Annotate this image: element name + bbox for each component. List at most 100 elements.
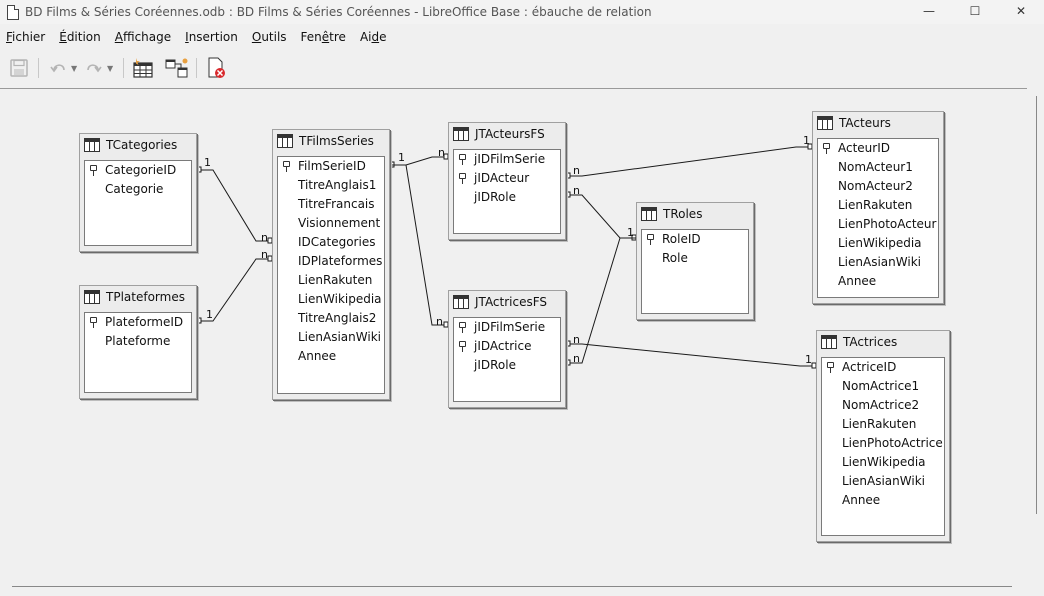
menu-outils[interactable]: Outils: [251, 30, 287, 44]
primary-key-icon: [90, 165, 97, 176]
field-item[interactable]: CategorieID: [85, 161, 191, 180]
field-item[interactable]: Annee: [278, 347, 384, 366]
menu-affichage[interactable]: Affichage: [114, 30, 172, 44]
field-item[interactable]: LienRakuten: [818, 196, 938, 215]
field-item[interactable]: NomActeur2: [818, 177, 938, 196]
save-button[interactable]: [6, 55, 32, 81]
field-item[interactable]: ActriceID: [822, 358, 944, 377]
cardinality-label: 1: [204, 156, 211, 169]
vertical-scrollbar-track[interactable]: [1036, 96, 1037, 514]
table-window-troles[interactable]: TRoles RoleID Role: [636, 202, 754, 320]
menu-fenetre[interactable]: Fenêtre: [300, 30, 346, 44]
field-name: LienRakuten: [842, 417, 917, 431]
field-item[interactable]: TitreAnglais1: [278, 176, 384, 195]
field-item[interactable]: IDPlateformes: [278, 252, 384, 271]
table-icon: [453, 127, 469, 141]
field-item[interactable]: jIDFilmSerie: [454, 318, 560, 337]
title-bar: BD Films & Séries Coréennes.odb : BD Fil…: [0, 0, 1044, 24]
field-name: TitreFrancais: [298, 197, 375, 211]
primary-key-icon: [459, 173, 466, 184]
field-name: TitreAnglais1: [298, 178, 377, 192]
close-design-icon: [208, 57, 225, 78]
new-relation-button[interactable]: [164, 55, 190, 81]
field-item[interactable]: Annee: [818, 272, 938, 291]
table-window-jtactricesfs[interactable]: JTActricesFS jIDFilmSerie jIDActrice jID…: [448, 290, 566, 408]
field-item[interactable]: IDCategories: [278, 233, 384, 252]
field-item[interactable]: LienWikipedia: [278, 290, 384, 309]
field-item[interactable]: LienPhotoActrice: [822, 434, 944, 453]
field-name: NomActeur1: [838, 160, 913, 174]
field-item[interactable]: jIDActeur: [454, 169, 560, 188]
field-item[interactable]: LienAsianWiki: [278, 328, 384, 347]
field-item[interactable]: TitreAnglais2: [278, 309, 384, 328]
primary-key-icon: [90, 317, 97, 328]
field-name: LienWikipedia: [298, 292, 382, 306]
maximize-button[interactable]: ☐: [969, 4, 981, 18]
table-icon: [277, 134, 293, 148]
table-window-tfilmsseries[interactable]: TFilmsSeries FilmSerieID TitreAnglais1 T…: [272, 129, 390, 400]
field-item[interactable]: LienRakuten: [278, 271, 384, 290]
field-item[interactable]: LienRakuten: [822, 415, 944, 434]
field-item[interactable]: FilmSerieID: [278, 157, 384, 176]
table-window-tactrices[interactable]: TActrices ActriceID NomActrice1 NomActri…: [816, 330, 950, 542]
close-button[interactable]: ✕: [1015, 4, 1027, 18]
table-window-tacteurs[interactable]: TActeurs ActeurID NomActeur1 NomActeur2 …: [812, 111, 944, 304]
field-name: jIDRole: [474, 190, 516, 204]
field-item[interactable]: NomActrice2: [822, 396, 944, 415]
field-item[interactable]: NomActeur1: [818, 158, 938, 177]
field-name: NomActeur2: [838, 179, 913, 193]
field-item[interactable]: LienWikipedia: [818, 234, 938, 253]
table-icon: [84, 290, 100, 304]
primary-key-icon: [283, 161, 290, 172]
redo-dropdown-icon[interactable]: ▼: [107, 63, 114, 73]
field-name: LienWikipedia: [842, 455, 926, 469]
close-design-button[interactable]: [203, 55, 229, 81]
primary-key-icon: [459, 154, 466, 165]
field-item[interactable]: Annee: [822, 491, 944, 510]
field-item[interactable]: LienAsianWiki: [818, 253, 938, 272]
field-item[interactable]: TitreFrancais: [278, 195, 384, 214]
field-item[interactable]: jIDActrice: [454, 337, 560, 356]
field-name: LienAsianWiki: [838, 255, 921, 269]
field-item[interactable]: Role: [642, 249, 748, 268]
field-list: jIDFilmSerie jIDActrice jIDRole: [453, 317, 561, 402]
vertical-scrollbar[interactable]: [1027, 88, 1044, 578]
cardinality-label: 1: [803, 134, 810, 147]
field-item[interactable]: NomActrice1: [822, 377, 944, 396]
field-name: NomActrice2: [842, 398, 920, 412]
toolbar: ▼ ▼: [0, 53, 1044, 83]
field-item[interactable]: Categorie: [85, 180, 191, 199]
field-item[interactable]: LienWikipedia: [822, 453, 944, 472]
undo-dropdown-icon[interactable]: ▼: [71, 63, 78, 73]
cardinality-label: n: [261, 248, 268, 261]
table-window-tcategories[interactable]: TCategories CategorieID Categorie: [79, 133, 197, 252]
field-list: CategorieID Categorie: [84, 160, 192, 246]
field-item[interactable]: LienAsianWiki: [822, 472, 944, 491]
menu-aide[interactable]: Aide: [359, 30, 387, 44]
toolbar-separator: [196, 58, 197, 78]
field-item[interactable]: jIDRole: [454, 356, 560, 375]
redo-button[interactable]: [81, 55, 107, 81]
field-item[interactable]: RoleID: [642, 230, 748, 249]
field-item[interactable]: Visionnement: [278, 214, 384, 233]
add-tables-icon: [133, 58, 153, 78]
menu-fichier[interactable]: Fichier: [6, 30, 46, 44]
field-name: Visionnement: [298, 216, 381, 230]
minimize-button[interactable]: —: [923, 4, 935, 18]
field-item[interactable]: jIDFilmSerie: [454, 150, 560, 169]
field-name: jIDActrice: [474, 339, 532, 353]
table-window-tplateformes[interactable]: TPlateformes PlateformeID Plateforme: [79, 285, 197, 399]
field-item[interactable]: PlateformeID: [85, 313, 191, 332]
field-item[interactable]: ActeurID: [818, 139, 938, 158]
horizontal-scrollbar-track[interactable]: [12, 586, 1012, 587]
cardinality-label: 1: [805, 353, 812, 366]
field-item[interactable]: jIDRole: [454, 188, 560, 207]
field-item[interactable]: Plateforme: [85, 332, 191, 351]
table-window-jtacteursfs[interactable]: JTActeursFS jIDFilmSerie jIDActeur jIDRo…: [448, 122, 566, 240]
menu-edition[interactable]: Édition: [59, 30, 101, 44]
field-item[interactable]: LienPhotoActeur: [818, 215, 938, 234]
field-name: Annee: [842, 493, 881, 507]
undo-button[interactable]: [45, 55, 71, 81]
menu-insertion[interactable]: Insertion: [185, 30, 238, 44]
add-tables-button[interactable]: [130, 55, 156, 81]
